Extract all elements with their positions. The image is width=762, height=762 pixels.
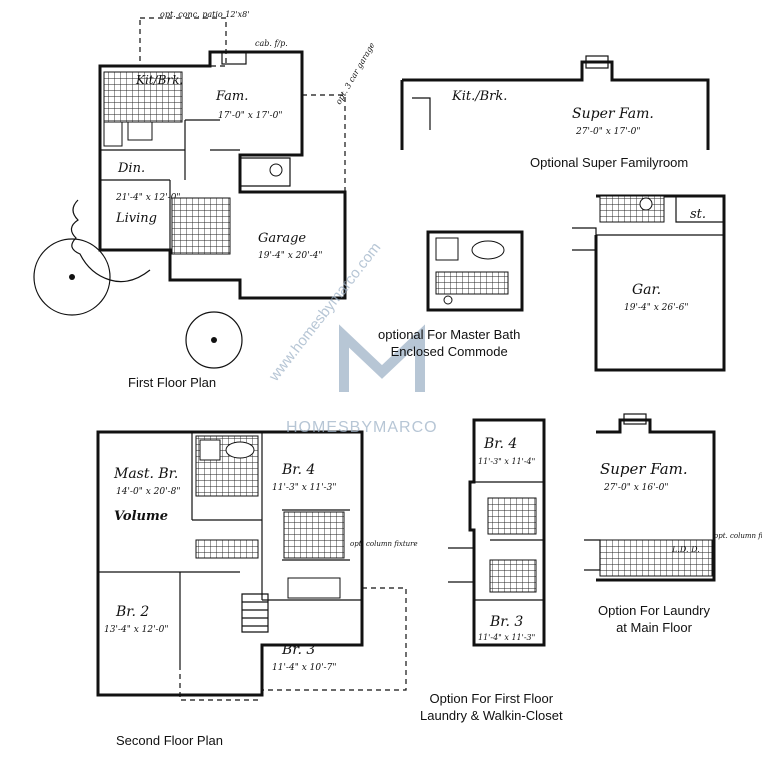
master-tub — [225, 441, 255, 459]
master-shower — [199, 439, 221, 461]
garage-option-interior — [596, 196, 724, 236]
kitchen-floor-tile — [103, 71, 183, 123]
garage-note: opt. 3 car garage — [334, 41, 377, 106]
watermark-logo — [339, 324, 425, 392]
first-floor-plan: opt. conc. patio 12'x8' cab. f/p. Kit/Br… — [33, 10, 377, 369]
br3-label: Br. 3 — [281, 642, 315, 658]
toilet-fixture — [269, 163, 283, 177]
second-floor-interior — [98, 432, 362, 665]
master-bedroom-dimension: 14'-0" x 20'-8" — [116, 487, 180, 497]
opt-garage-outline — [302, 94, 346, 192]
commode-fixture — [443, 295, 453, 305]
super-family-dimension: 27'-0" x 17'-0" — [575, 127, 640, 137]
powder-room — [239, 157, 291, 187]
br2-dimension: 13'-4" x 12'-0" — [104, 625, 168, 635]
laundry-column-label: opt. column ftx. — [714, 532, 762, 540]
tree-right — [185, 311, 243, 369]
br2-label: Br. 2 — [115, 604, 149, 620]
walkin-stairs — [448, 547, 475, 583]
second-floor-plan: Mast. Br. 14'-0" x 20'-8" Volume Br. 4 1… — [96, 430, 418, 701]
super-family-fireplace — [585, 55, 609, 69]
kitchen-island — [127, 121, 153, 141]
walkin-option-walls — [468, 418, 546, 647]
super-kitchen-label: Kit./Brk. — [451, 89, 507, 104]
walkin-option-interior — [474, 481, 544, 601]
vanity-tile — [435, 271, 509, 295]
shrubs — [70, 199, 151, 283]
first-floor-interior-walls — [100, 119, 241, 250]
volume-label: Volume — [114, 509, 168, 524]
walkin-br3-dimension: 11'-4" x 11'-3" — [478, 633, 535, 642]
second-floor-stairs — [241, 593, 269, 633]
hall-bath-tile — [283, 511, 345, 559]
caption-laundry-main: Option For Laundry at Main Floor — [598, 603, 711, 635]
family-dimension: 17'-0" x 17'-0" — [218, 111, 282, 121]
garage-option-stairs — [572, 227, 597, 251]
walkin-br4-label: Br. 4 — [483, 436, 517, 452]
walkin-bath-tile — [487, 497, 537, 535]
fireplace — [221, 51, 247, 65]
laundry-option-stairs — [584, 539, 601, 571]
master-bath-option — [426, 230, 524, 312]
caption-master-bath: optional For Master Bath Enclosed Commod… — [378, 327, 521, 359]
tree-right-center — [211, 337, 217, 343]
laundry-fixture-label: L.D. D. — [671, 545, 700, 554]
shower-stall — [435, 237, 459, 261]
garage-option-label: Gar. — [632, 282, 661, 298]
bathtub — [471, 240, 505, 260]
tree-left-center — [69, 274, 75, 280]
living-label: Living — [115, 211, 157, 226]
garage-option: st. Gar. 19'-4" x 26'-6" — [572, 194, 726, 372]
master-bath-walls — [426, 230, 524, 312]
laundry-tile — [599, 195, 665, 223]
caption-laundry-walkin: Option For First Floor Laundry & Walkin-… — [420, 691, 563, 723]
patio-outline — [139, 17, 227, 67]
garage-option-dimension: 19'-4" x 26'-6" — [624, 303, 688, 313]
super-family-option: Kit./Brk. Super Fam. 27'-0" x 17'-0" — [400, 55, 710, 150]
fireplace-label: cab. f/p. — [255, 39, 288, 48]
caption-second-floor: Second Floor Plan — [116, 733, 223, 748]
kitchen-label: Kit/Brk. — [135, 73, 183, 87]
storage-label: st. — [690, 207, 706, 222]
walkin-br4-dimension: 11'-3" x 11'-4" — [478, 457, 535, 466]
garage-dimension: 19'-4" x 20'-4" — [258, 251, 322, 261]
dining-label: Din. — [117, 161, 145, 176]
br4-dimension: 11'-3" x 11'-3" — [272, 483, 336, 493]
tree-left — [33, 238, 111, 316]
laundry-main-option: Super Fam. 27'-0" x 16'-0" L.D. D. opt. … — [584, 413, 762, 582]
laundry-option-tile — [599, 539, 713, 577]
super-family-counter — [412, 97, 431, 130]
family-label: Fam. — [215, 89, 248, 104]
garage-option-toilet — [639, 197, 653, 211]
patio-label: opt. conc. patio 12'x8' — [160, 10, 249, 19]
laundry-option-walls — [596, 418, 716, 582]
garage-label: Garage — [258, 231, 306, 246]
master-bedroom-label: Mast. Br. — [113, 466, 178, 482]
first-floor-overlay — [179, 587, 407, 701]
walkin-closet-option: Br. 4 11'-3" x 11'-4" Br. 3 11'-4" x 11'… — [448, 418, 546, 647]
garage-option-walls — [594, 194, 726, 372]
br4-label: Br. 4 — [281, 462, 315, 478]
foyer-tile — [171, 197, 231, 255]
kitchen-counter — [103, 121, 123, 147]
opt-fixture-label: opt. column fixture — [350, 540, 418, 548]
br3-dimension: 11'-4" x 10'-7" — [272, 663, 336, 673]
hall-tub — [287, 577, 341, 599]
caption-first-floor: First Floor Plan — [128, 375, 217, 390]
walkin-br3-label: Br. 3 — [489, 614, 523, 630]
laundry-option-fireplace — [623, 413, 647, 425]
living-dimension: 21'-4" x 12'-0" — [115, 193, 180, 203]
closet-tile — [195, 539, 259, 559]
walkin-laundry-tile — [489, 559, 537, 593]
super-family-walls — [400, 60, 710, 150]
caption-optional-super-family: Optional Super Familyroom — [530, 155, 689, 170]
laundry-family-dimension: 27'-0" x 16'-0" — [603, 483, 668, 493]
watermark-brand: HOMESBYMARCO — [286, 419, 438, 436]
laundry-family-label: Super Fam. — [600, 460, 688, 478]
super-family-label: Super Fam. — [572, 106, 654, 122]
